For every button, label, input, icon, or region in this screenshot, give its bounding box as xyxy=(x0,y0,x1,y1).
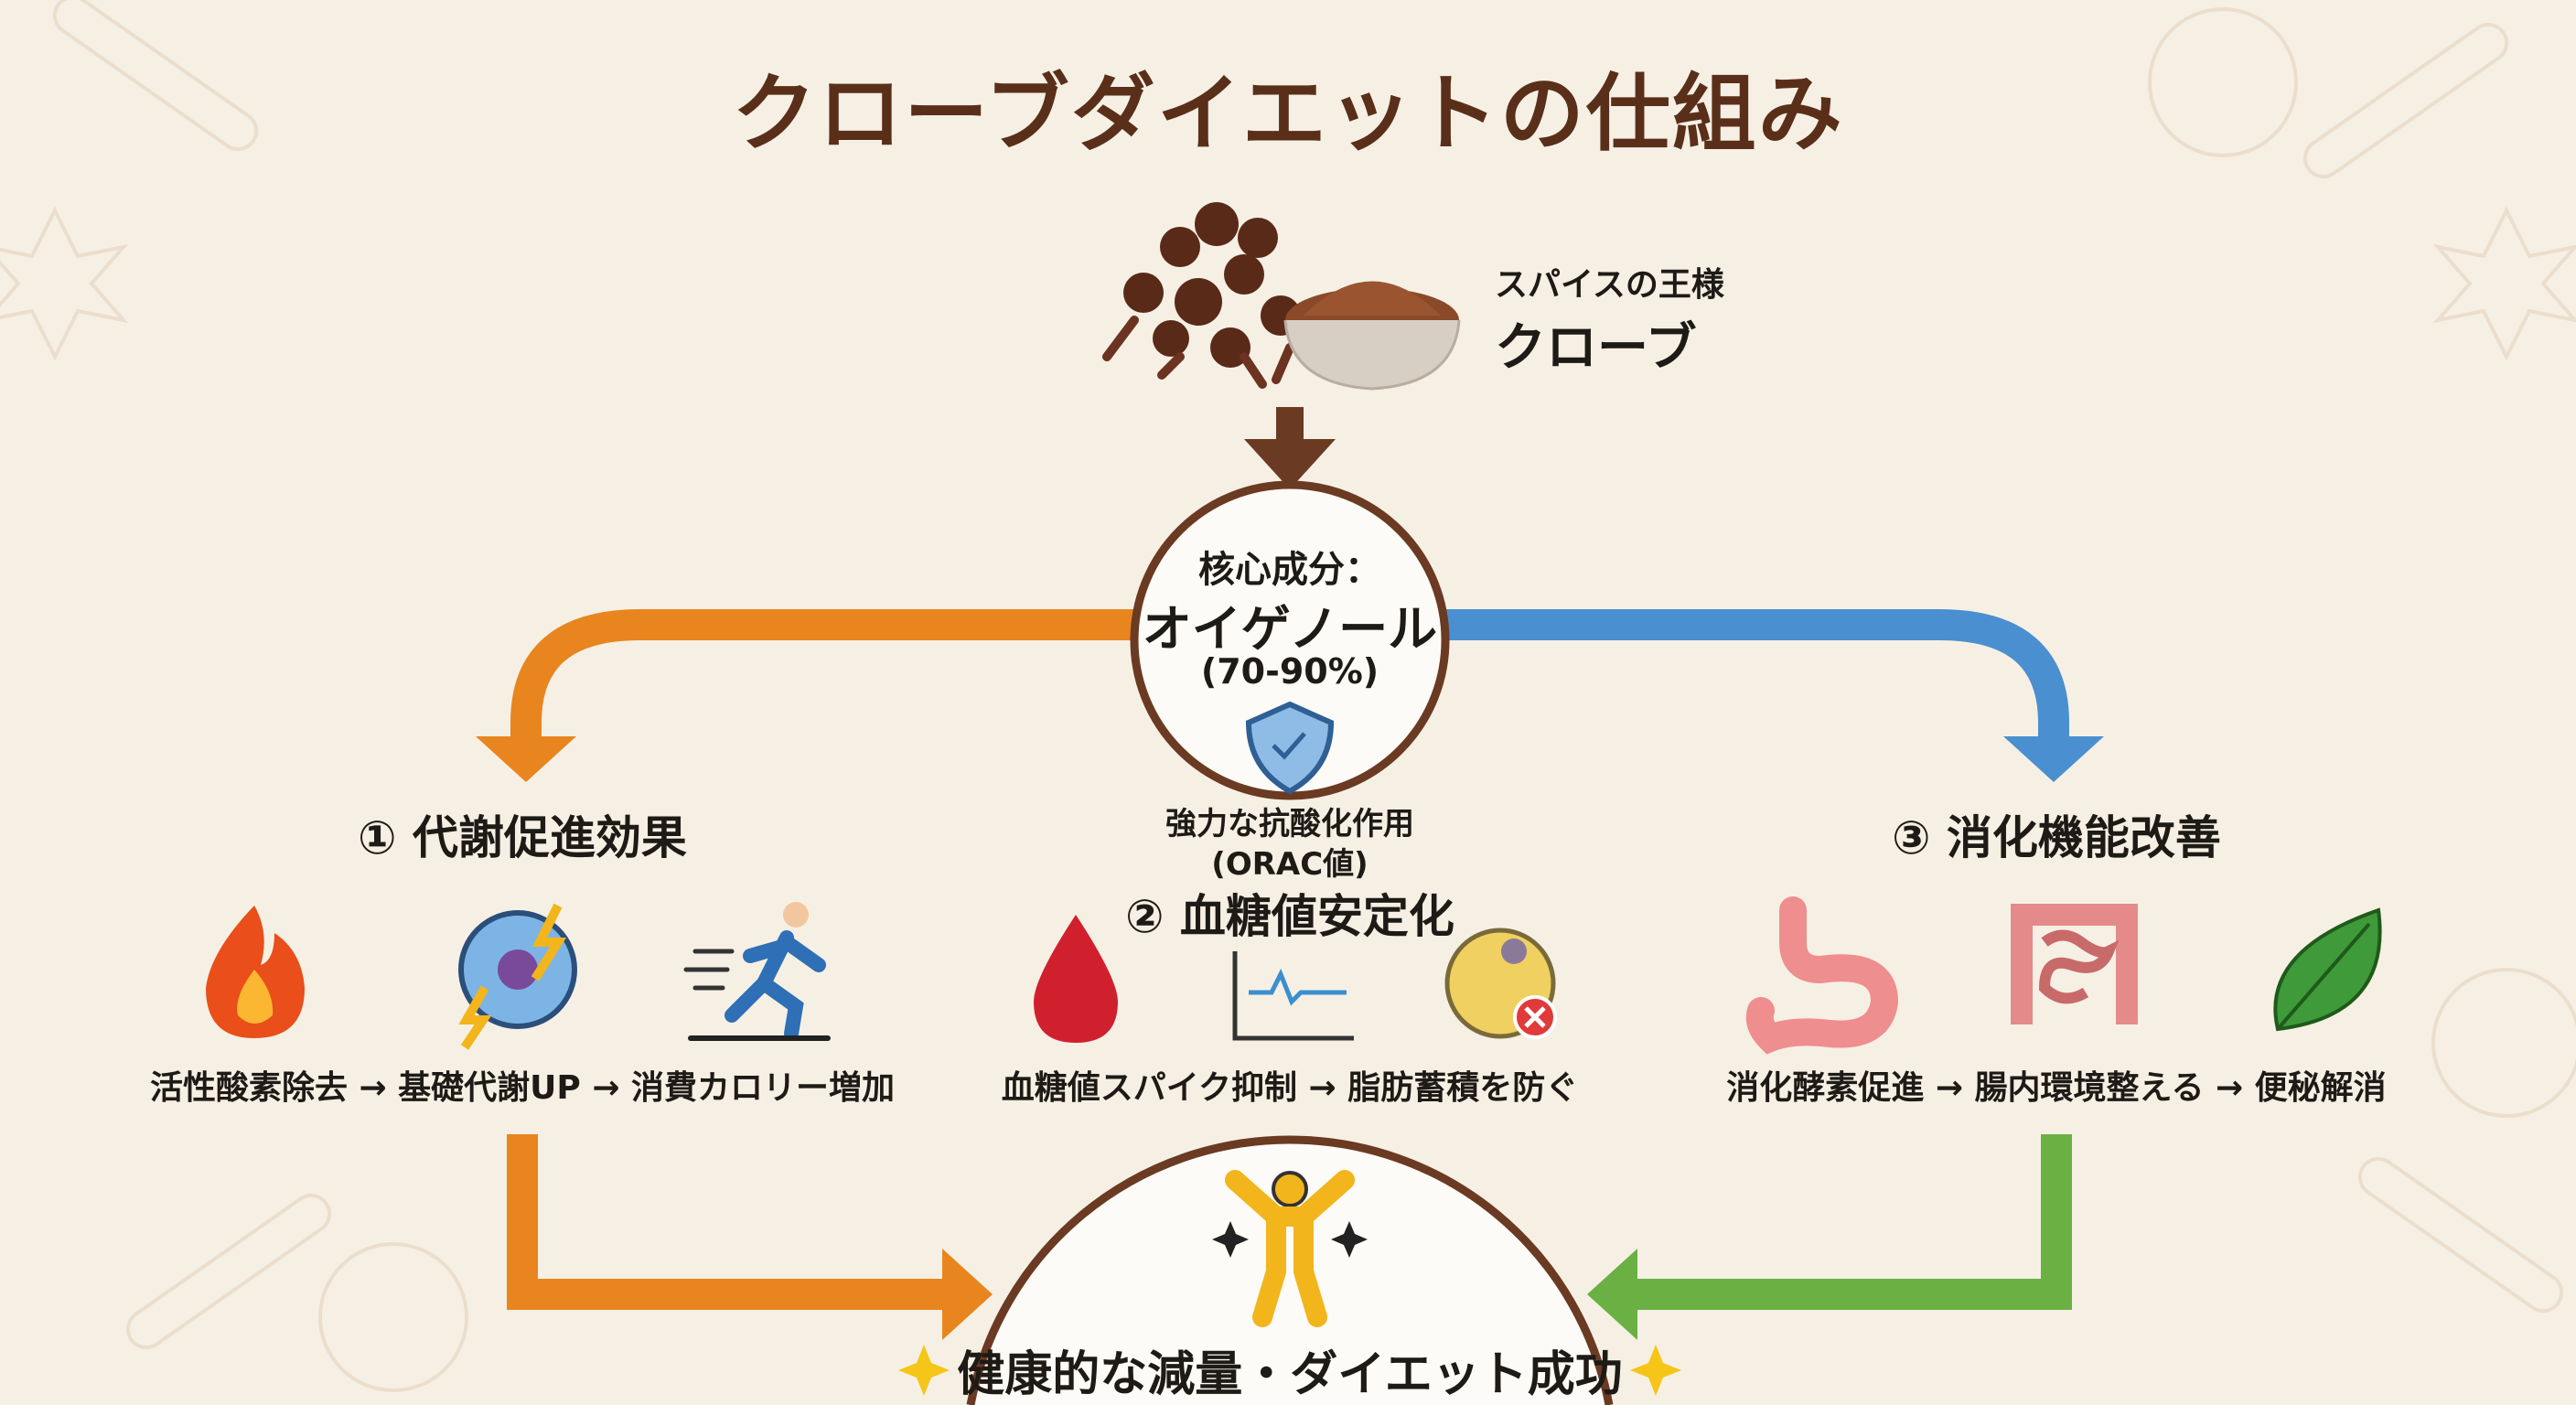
arrowhead-green xyxy=(1587,1249,1637,1340)
core-percent: (70-90%) xyxy=(1200,651,1379,692)
section-description-blood-sugar: 血糖値スパイク抑制 → 脂肪蓄積を防ぐ xyxy=(1001,1069,1579,1107)
section-description-metabolism: 活性酸素除去 → 基礎代謝UP → 消費カロリー増加 xyxy=(149,1069,896,1107)
core-label: 核心成分： xyxy=(1198,549,1381,591)
clove-subtitle: スパイスの王様 xyxy=(1495,266,1724,304)
shield-check-icon xyxy=(1245,701,1335,795)
arrow-core-to-metabolism xyxy=(510,609,1134,741)
glucose-chart-icon xyxy=(1232,951,1354,1041)
arrow-digestion-to-result xyxy=(1628,1134,2072,1310)
arrow-core-to-digestion xyxy=(1445,609,2069,741)
fat-cell-blocked-icon xyxy=(1444,928,1557,1039)
page-title: クローブダイエットの仕組み xyxy=(732,65,1844,163)
celebrating-person-icon xyxy=(1212,1170,1368,1327)
section-heading-metabolism: ① 代謝促進効果 xyxy=(358,811,687,864)
cloves-image xyxy=(1102,202,1301,389)
running-person-icon xyxy=(683,902,831,1041)
intestine-icon xyxy=(2011,904,2138,1024)
clove-powder-bowl xyxy=(1283,281,1461,391)
star-anise-icon xyxy=(0,206,129,361)
arrow-metabolism-to-result xyxy=(507,1134,951,1310)
arrowhead-orange xyxy=(476,736,576,782)
clove-name: クローブ xyxy=(1495,318,1697,378)
section-description-digestion: 消化酵素促進 → 腸内環境整える → 便秘解消 xyxy=(1726,1069,2387,1107)
orange-slice-icon xyxy=(318,7,2576,1392)
sparkle-icon xyxy=(898,1345,1681,1396)
blood-drop-icon xyxy=(1034,915,1118,1043)
fire-icon xyxy=(206,906,305,1038)
core-ingredient-circle xyxy=(1130,480,1450,800)
leaf-icon xyxy=(2273,907,2382,1032)
arrowhead-blue xyxy=(2003,736,2104,782)
core-compound: オイゲノール xyxy=(1142,600,1438,658)
arrow-down-brown xyxy=(1244,407,1336,489)
antioxidant-line1: 強力な抗酸化作用 xyxy=(1165,806,1414,842)
result-arch-fill xyxy=(971,1139,1609,1405)
section-heading-blood-sugar: ② 血糖値安定化 xyxy=(1125,890,1454,943)
star-anise-icon xyxy=(2432,206,2576,361)
stomach-icon xyxy=(1745,896,1899,1055)
antioxidant-line2: (ORAC値) xyxy=(1211,846,1368,883)
cinnamon-stick-icon xyxy=(52,0,2564,1350)
result-arch xyxy=(966,1135,1614,1405)
cell-energy-icon xyxy=(458,903,577,1050)
result-text: 健康的な減量・ダイエット成功 xyxy=(957,1347,1623,1402)
arrowhead-orange-bottom xyxy=(942,1249,993,1340)
section-heading-digestion: ③ 消化機能改善 xyxy=(1892,811,2221,864)
